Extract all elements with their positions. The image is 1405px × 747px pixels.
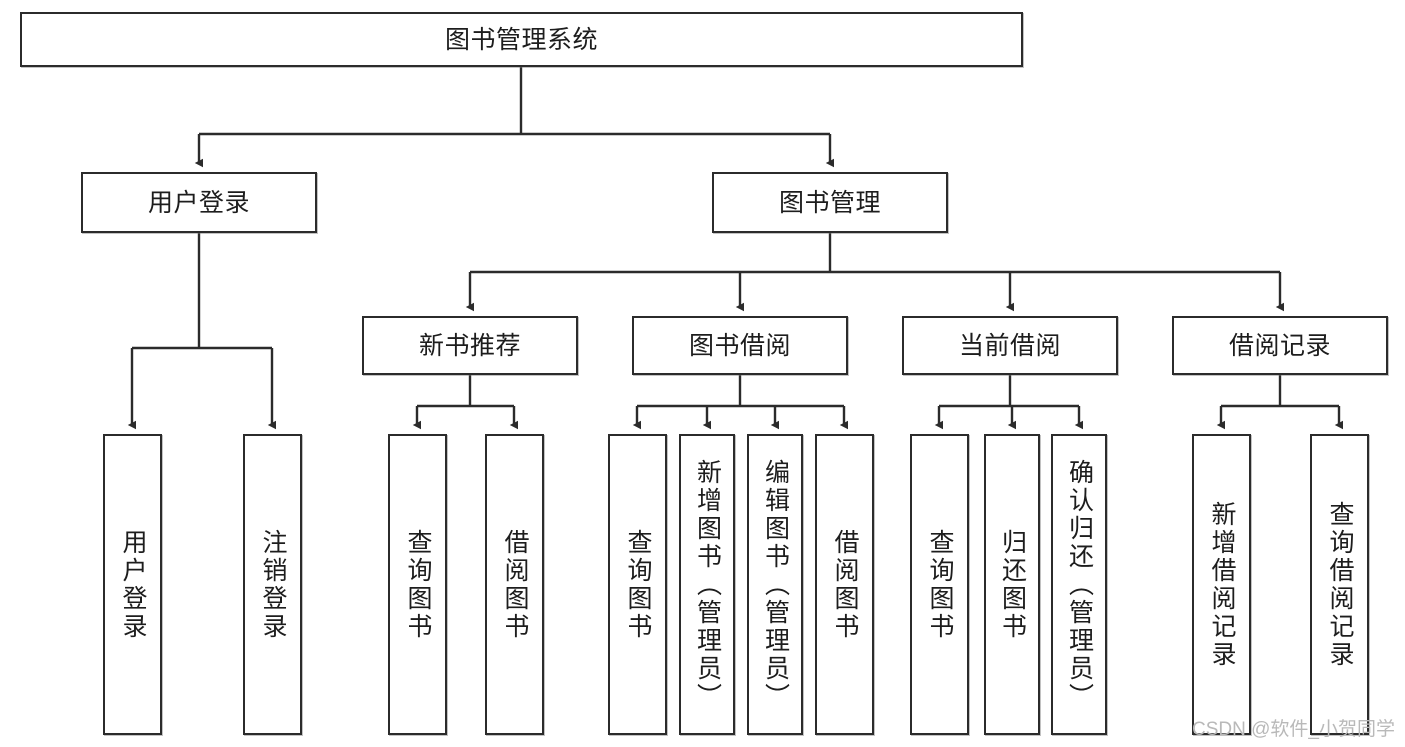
- node-book-manage[interactable]: 图书管理: [712, 172, 948, 233]
- csdn-watermark: CSDN @软件_小贺同学: [1192, 719, 1395, 740]
- node-label: 归还图书: [998, 528, 1027, 641]
- node-root[interactable]: 图书管理系统: [20, 12, 1023, 67]
- node-label: 新书推荐: [418, 331, 521, 360]
- node-label: 新增图书（管理员）: [693, 458, 722, 711]
- node-label: 借阅图书: [501, 528, 529, 641]
- node-label: 当前借阅: [958, 331, 1061, 360]
- node-label: 图书管理系统: [444, 25, 598, 54]
- node-leaf-return-book[interactable]: 归还图书: [984, 434, 1040, 735]
- node-leaf-edit-book[interactable]: 编辑图书（管理员）: [747, 434, 803, 735]
- node-borrow-record[interactable]: 借阅记录: [1172, 316, 1388, 375]
- node-label: 图书借阅: [688, 331, 791, 360]
- node-new-book-recommend[interactable]: 新书推荐: [362, 316, 578, 375]
- node-leaf-query-book-cur[interactable]: 查询图书: [910, 434, 969, 735]
- node-leaf-confirm-return[interactable]: 确认归还（管理员）: [1051, 434, 1107, 735]
- node-leaf-user-logout[interactable]: 注销登录: [243, 434, 302, 735]
- node-label: 新增借阅记录: [1208, 500, 1236, 669]
- node-leaf-query-book-rec[interactable]: 查询图书: [388, 434, 447, 735]
- node-leaf-add-book[interactable]: 新增图书（管理员）: [679, 434, 735, 735]
- node-label: 图书管理: [778, 188, 881, 217]
- node-label: 借阅记录: [1228, 331, 1331, 360]
- node-leaf-query-book-borrow[interactable]: 查询图书: [608, 434, 667, 735]
- node-label: 编辑图书（管理员）: [761, 458, 790, 711]
- node-label: 查询图书: [624, 528, 652, 641]
- node-leaf-query-record[interactable]: 查询借阅记录: [1310, 434, 1369, 735]
- node-label: 借阅图书: [831, 528, 859, 641]
- node-user-login[interactable]: 用户登录: [81, 172, 317, 233]
- node-label: 查询图书: [404, 528, 432, 641]
- node-label: 查询借阅记录: [1326, 500, 1354, 669]
- node-label: 用户登录: [119, 528, 147, 641]
- node-leaf-add-record[interactable]: 新增借阅记录: [1192, 434, 1251, 735]
- node-label: 确认归还（管理员）: [1065, 458, 1094, 711]
- node-leaf-borrow-book[interactable]: 借阅图书: [815, 434, 874, 735]
- node-label: 查询图书: [926, 528, 954, 641]
- node-label: 注销登录: [259, 528, 287, 641]
- node-leaf-borrow-book-rec[interactable]: 借阅图书: [485, 434, 544, 735]
- node-current-borrow[interactable]: 当前借阅: [902, 316, 1118, 375]
- node-label: 用户登录: [147, 188, 250, 217]
- node-leaf-user-login[interactable]: 用户登录: [103, 434, 162, 735]
- node-book-borrow[interactable]: 图书借阅: [632, 316, 848, 375]
